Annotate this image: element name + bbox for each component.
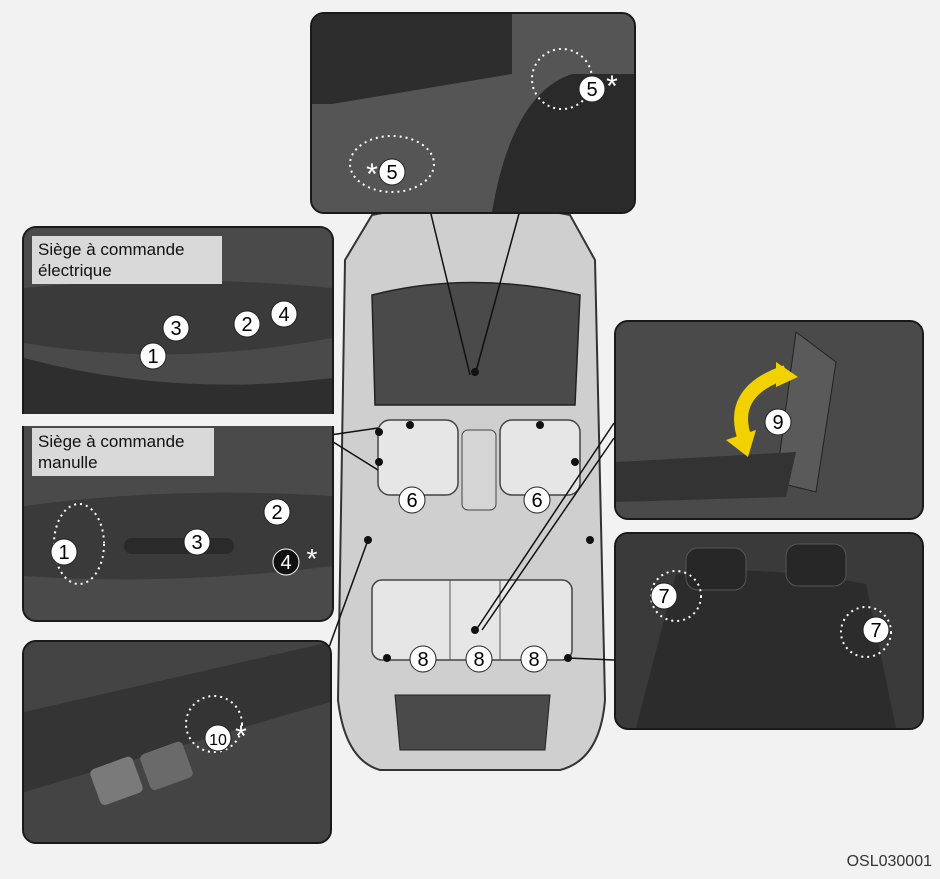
armrest-icon: 9	[616, 322, 922, 518]
callout-6-left: 6	[406, 490, 417, 512]
callout-8-right: 8	[528, 649, 539, 671]
callout-8-left: 8	[417, 649, 428, 671]
callout-9: 9	[772, 412, 783, 434]
callout-4-power: 4	[278, 304, 289, 326]
power-seat-panel: 3 1 2 4 Siège à commande électrique	[22, 226, 334, 414]
rear-headrest-panel: 7 7	[614, 532, 924, 730]
callout-1-manual: 1	[58, 542, 69, 564]
callout-8-center: 8	[473, 649, 484, 671]
asterisk-5-left: *	[366, 158, 378, 191]
callout-6-right: 6	[531, 490, 542, 512]
callout-2-manual: 2	[271, 502, 282, 524]
callout-1-power: 1	[147, 346, 158, 368]
window-switch-icon: 10 *	[24, 642, 330, 842]
callout-2-power: 2	[241, 314, 252, 336]
callout-7-right: 7	[870, 620, 881, 642]
manual-seat-label: Siège à commande manulle	[32, 428, 214, 476]
callout-5-left: 5	[386, 162, 397, 184]
asterisk-10: *	[235, 720, 247, 753]
callout-3-manual: 3	[191, 532, 202, 554]
manual-seat-panel: 1 3 2 4 * Siège à commande manulle	[22, 426, 334, 622]
headrest-icon: 7 7	[616, 534, 922, 728]
callout-7-left: 7	[658, 586, 669, 608]
callout-5-right: 5	[586, 79, 597, 101]
console-panel: 5 * 5 *	[310, 12, 636, 214]
asterisk-4-manual: *	[307, 543, 318, 574]
figure-code: OSL030001	[846, 853, 932, 870]
seat-heater-switch-icon: 5 * 5 *	[312, 14, 634, 212]
power-seat-label: Siège à commande électrique	[32, 236, 222, 284]
callout-3-power: 3	[170, 318, 181, 340]
asterisk-5-right: *	[606, 70, 618, 103]
window-switch-panel: 10 *	[22, 640, 332, 844]
armrest-panel: 9	[614, 320, 924, 520]
callout-10: 10	[209, 732, 227, 749]
callout-4-manual: 4	[280, 552, 291, 574]
